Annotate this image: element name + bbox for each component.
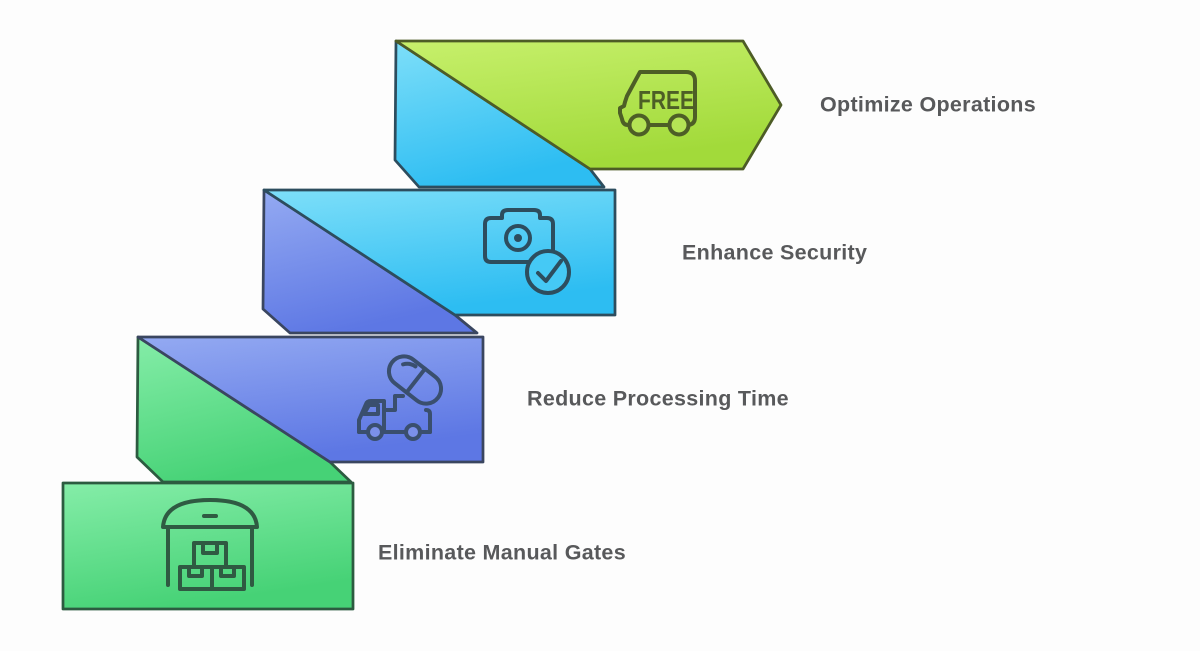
warehouse-boxes-icon	[161, 498, 259, 591]
free-delivery-truck-icon: FREE	[618, 70, 697, 137]
step-label-optimize-operations: Optimize Operations	[820, 92, 1036, 117]
band-enhance-security	[262, 188, 617, 317]
free-badge-text: FREE	[638, 85, 694, 115]
step-label-enhance-security: Enhance Security	[682, 240, 868, 265]
truck-capsule-icon	[357, 354, 444, 441]
step-label-eliminate-manual-gates: Eliminate Manual Gates	[378, 540, 626, 565]
band-eliminate-manual-gates	[61, 481, 355, 611]
step-label-reduce-processing-time: Reduce Processing Time	[527, 386, 789, 411]
camera-check-icon	[483, 208, 571, 295]
